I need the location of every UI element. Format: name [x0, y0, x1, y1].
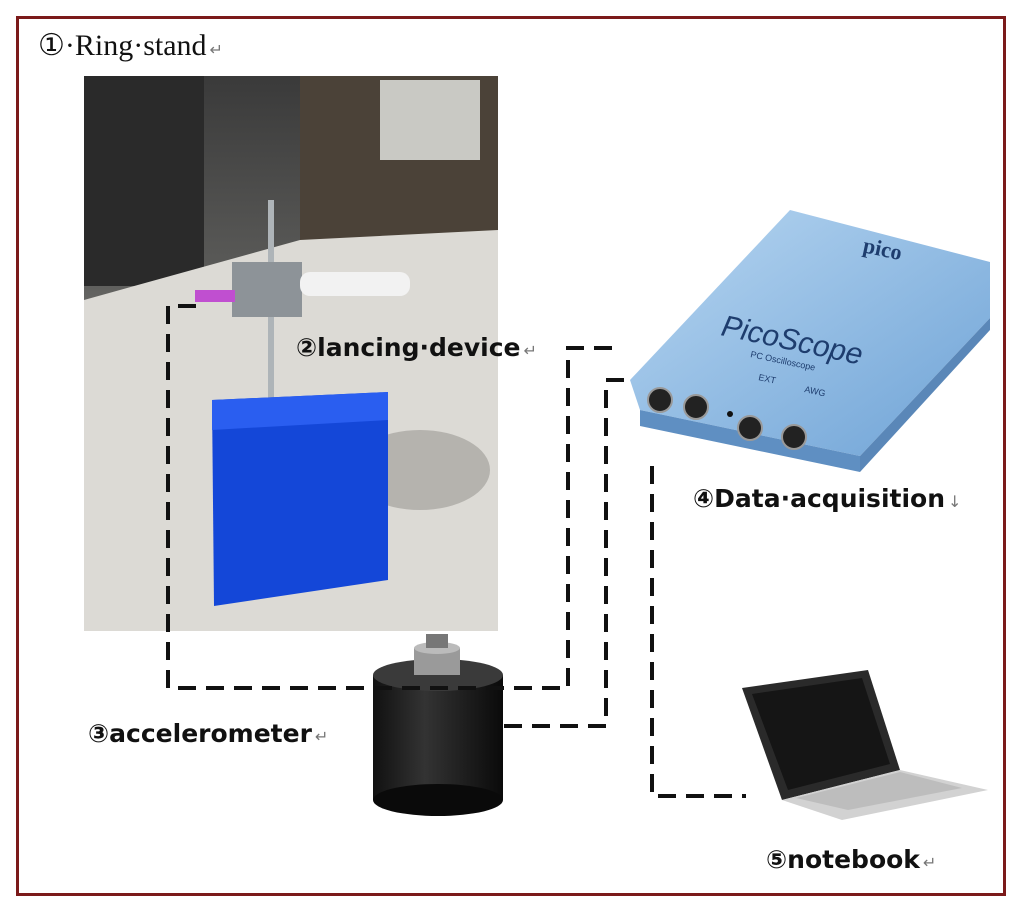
device-port-awg-text: AWG — [804, 384, 827, 398]
notebook-laptop — [742, 670, 988, 820]
figure-frame — [16, 16, 1006, 896]
label-accelerometer: ③accelerometer↵ — [88, 719, 329, 748]
device-port-ext-text: EXT — [758, 372, 778, 386]
label-notebook: ⑤notebook↵ — [766, 845, 937, 874]
label-ring-stand: ①·Ring·stand↵ — [38, 29, 223, 62]
cable-accelerometer-to-daq — [504, 378, 632, 728]
cable-daq-to-notebook — [650, 466, 746, 798]
cable-lancing-to-accelerometer — [166, 304, 622, 690]
accelerometer-sensor — [373, 634, 503, 816]
ring-stand — [195, 200, 410, 606]
dashed-cables — [166, 304, 746, 798]
label-data-acquisition: ④Data·acquisition↓ — [693, 484, 962, 513]
label-lancing-device: ②lancing·device↵ — [296, 333, 537, 362]
bnc-connectors — [647, 387, 807, 450]
picoscope-device: pico PicoScope PC Oscilloscope EXT AWG — [630, 210, 990, 472]
